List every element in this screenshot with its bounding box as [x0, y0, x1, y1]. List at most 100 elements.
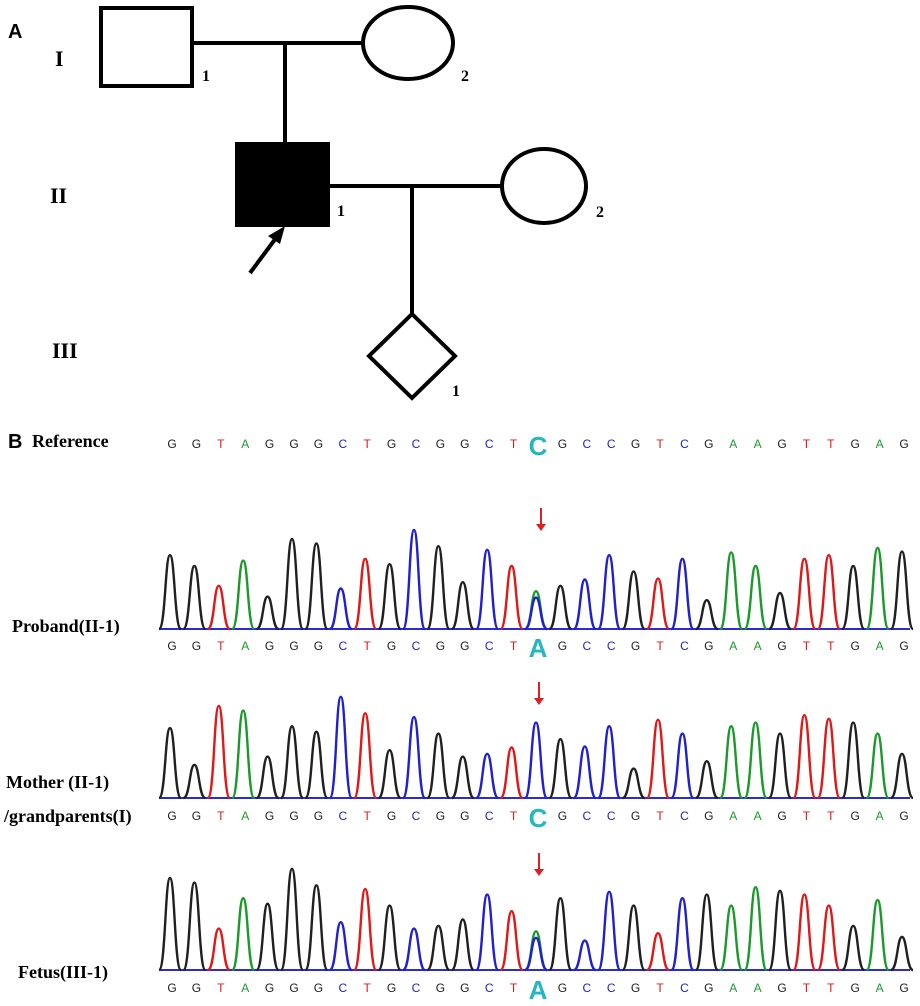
panel-b-label: B [8, 431, 22, 453]
base-call: C [485, 437, 494, 451]
base-call: T [364, 809, 372, 823]
trace-peak [499, 909, 524, 972]
trace-peak [328, 587, 353, 631]
individual-I-2: 2 [361, 5, 469, 85]
base-call: G [289, 639, 298, 653]
trace-peak [865, 546, 890, 631]
individual-number: 1 [452, 383, 460, 400]
trace-peak [475, 752, 500, 800]
base-call: G [387, 809, 396, 823]
base-call: G [289, 981, 298, 995]
pedigree-panel: A I II III 1 2 1 2 [8, 5, 604, 401]
trace-peak [304, 884, 329, 972]
trace-peak [743, 564, 768, 631]
trace-peak [670, 897, 695, 972]
base-call: G [558, 981, 567, 995]
trace-peak [719, 551, 744, 631]
base-call: T [803, 809, 811, 823]
base-call: G [387, 639, 396, 653]
trace-peak [890, 935, 914, 972]
trace-peak [646, 931, 670, 972]
base-call: C [338, 437, 347, 451]
track-label: Proband(II-1) [12, 616, 120, 637]
trace-peak [182, 763, 207, 800]
trace-peak [426, 544, 451, 631]
mutation-base: C [529, 431, 548, 461]
trace-peak [401, 927, 427, 972]
base-call: G [777, 437, 786, 451]
base-call: T [510, 809, 518, 823]
trace-peak [182, 881, 207, 972]
mutation-base: A [529, 975, 548, 1005]
base-call: C [607, 809, 616, 823]
trace-peak [304, 730, 329, 800]
trace-peak [622, 767, 646, 800]
trace-peak [255, 902, 280, 972]
base-call: C [412, 981, 421, 995]
base-call: C [582, 809, 591, 823]
mutation-base: C [529, 803, 548, 833]
individual-II-2: 2 [500, 147, 604, 225]
base-call: G [387, 981, 396, 995]
trace-peak [841, 721, 866, 800]
trace-peak [695, 759, 719, 800]
panel-a-label: A [8, 21, 22, 43]
trace-peak [377, 748, 402, 800]
base-call: G [558, 639, 567, 653]
trace-peak [450, 755, 475, 800]
base-call: C [582, 981, 591, 995]
base-call: C [607, 639, 616, 653]
trace-peak [670, 732, 695, 800]
base-call: G [704, 639, 713, 653]
individual-number: 2 [461, 68, 469, 85]
base-call: G [436, 981, 445, 995]
trace-peak [523, 721, 549, 800]
trace-peak [157, 553, 183, 631]
base-call: G [192, 437, 201, 451]
base-call: A [754, 639, 762, 653]
base-call: G [777, 639, 786, 653]
mutation-base: A [529, 633, 548, 663]
trace-peak [157, 726, 183, 800]
proband-arrow [248, 226, 285, 275]
trace-peak [719, 725, 744, 800]
base-call: A [729, 639, 737, 653]
trace-peak [524, 596, 548, 631]
base-call: C [338, 809, 347, 823]
trace-peak [255, 595, 280, 631]
base-call: C [582, 639, 591, 653]
trace-peak [353, 887, 378, 972]
base-call: G [436, 437, 445, 451]
base-call: G [851, 437, 860, 451]
unknown-sex-symbol [366, 311, 458, 401]
trace-peak [475, 893, 500, 972]
base-call: G [899, 437, 908, 451]
individual-III-1: 1 [366, 311, 460, 401]
base-call: T [364, 639, 372, 653]
base-call: G [265, 981, 274, 995]
base-call: T [364, 981, 372, 995]
trace-peak [157, 876, 183, 972]
base-call: C [582, 437, 591, 451]
trace-peak [304, 542, 329, 631]
base-call: T [656, 809, 664, 823]
base-call: G [631, 981, 640, 995]
base-call: G [558, 809, 567, 823]
chromatogram-trace [157, 695, 915, 800]
base-call: T [510, 981, 518, 995]
trace-peak [572, 578, 597, 631]
trace-peak [597, 890, 622, 972]
base-call: A [241, 437, 249, 451]
trace-peak [548, 737, 573, 800]
trace-peak [231, 709, 256, 800]
base-call: G [289, 437, 298, 451]
base-call: G [631, 809, 640, 823]
trace-peak [231, 897, 256, 972]
base-call: G [777, 981, 786, 995]
trace-peak [450, 918, 475, 972]
trace-peak [377, 562, 402, 631]
base-call: T [510, 639, 518, 653]
base-call: T [217, 809, 225, 823]
trace-peak [767, 889, 793, 972]
